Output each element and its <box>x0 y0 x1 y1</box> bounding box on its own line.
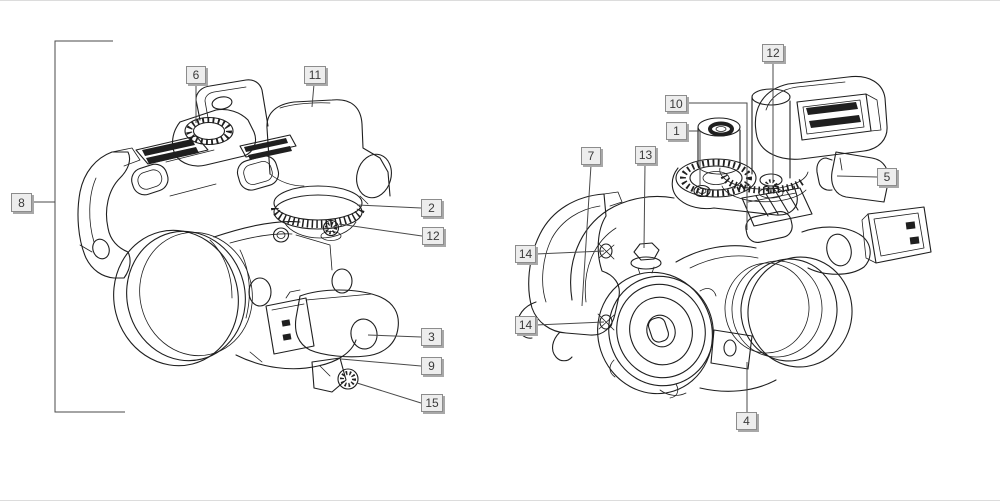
right-connector <box>861 206 932 264</box>
callout-number: 3 <box>428 330 435 344</box>
callout-number: 15 <box>425 396 439 410</box>
callout-number: 5 <box>883 170 891 184</box>
callout-number: 12 <box>766 46 780 60</box>
idle-actuator <box>265 289 399 358</box>
leader-line <box>311 83 315 108</box>
right-assembly-drawing <box>517 75 932 399</box>
callout-3-left-assembly-view[interactable]: 3 <box>421 328 442 346</box>
leader-line <box>581 164 592 307</box>
leader-line <box>687 130 701 186</box>
callout-12-right-assembly-view[interactable]: 12 <box>762 44 784 62</box>
mounting-bracket <box>517 191 623 362</box>
callout-13-right-assembly-view[interactable]: 13 <box>635 146 656 164</box>
pillar-and-screw <box>751 88 791 199</box>
leader-line <box>356 204 422 209</box>
callout-number: 12 <box>426 229 440 243</box>
callout-number: 8 <box>18 195 25 210</box>
left-connector <box>131 135 217 197</box>
bottom-flange-tab <box>710 329 753 370</box>
callout-14-right-assembly-view[interactable]: 14 <box>515 316 536 334</box>
top-boss-ring <box>171 108 257 167</box>
callout-number: 14 <box>518 247 533 261</box>
callout-number: 13 <box>638 148 653 162</box>
leader-line <box>54 40 125 413</box>
callout-number: 6 <box>192 68 200 82</box>
callout-number: 14 <box>518 318 533 332</box>
callout-15-left-assembly-view[interactable]: 15 <box>421 394 443 412</box>
leader-lines-layer <box>32 40 878 413</box>
valve-cylinder <box>816 151 889 203</box>
leader-line <box>367 334 422 338</box>
leader-line <box>338 223 423 237</box>
left-mount-bracket <box>77 147 141 279</box>
callout-2-left-assembly-view[interactable]: 2 <box>421 199 442 217</box>
callout-11-left-assembly-view[interactable]: 11 <box>304 66 326 84</box>
sensor-disc <box>271 185 365 239</box>
leader-line <box>535 250 605 255</box>
motor-housing <box>266 99 392 205</box>
callout-number: 7 <box>587 149 595 163</box>
callout-12-left-assembly-view[interactable]: 12 <box>422 227 444 245</box>
callout-9-left-assembly-view[interactable]: 9 <box>421 357 442 375</box>
callout-number: 1 <box>673 124 680 138</box>
callout-4-right-assembly-view[interactable]: 4 <box>736 412 757 430</box>
bottom-screw <box>249 351 359 393</box>
sensor-screw <box>320 219 342 241</box>
actuator-arm <box>801 226 871 275</box>
right-bore <box>724 256 853 368</box>
callout-1-right-assembly-view[interactable]: 1 <box>666 122 687 140</box>
hex-nut <box>630 242 662 275</box>
callout-number: 4 <box>743 414 750 428</box>
callout-number: 9 <box>428 359 435 373</box>
bolt-boss-cylinder <box>693 117 741 198</box>
mid-connector <box>741 187 813 244</box>
top-sensor-housing <box>754 75 888 160</box>
leader-line <box>836 175 878 178</box>
callout-6-left-assembly-view[interactable]: 6 <box>186 66 206 84</box>
callout-10-right-assembly-view[interactable]: 10 <box>665 95 687 112</box>
leader-line <box>340 358 422 367</box>
front-flange-disc <box>597 271 717 399</box>
top-hook-bracket <box>195 79 269 127</box>
intake-horn <box>113 229 253 367</box>
callout-7-right-assembly-view[interactable]: 7 <box>581 147 601 165</box>
callout-14-right-assembly-view[interactable]: 14 <box>515 245 536 263</box>
leader-line <box>356 382 422 404</box>
top-border-line <box>0 0 1000 1</box>
middle-connector <box>236 134 297 191</box>
mid-ribbed-ring <box>719 167 809 203</box>
left-assembly-drawing <box>77 79 399 393</box>
leader-line <box>643 163 646 249</box>
callout-number: 2 <box>428 201 435 215</box>
callout-number: 10 <box>669 96 683 111</box>
callout-8-left-assembly-view[interactable]: 8 <box>11 193 32 212</box>
callout-5-right-assembly-view[interactable]: 5 <box>877 168 897 186</box>
leader-line <box>535 321 605 326</box>
callout-number: 11 <box>308 68 322 82</box>
leader-line <box>687 102 748 230</box>
